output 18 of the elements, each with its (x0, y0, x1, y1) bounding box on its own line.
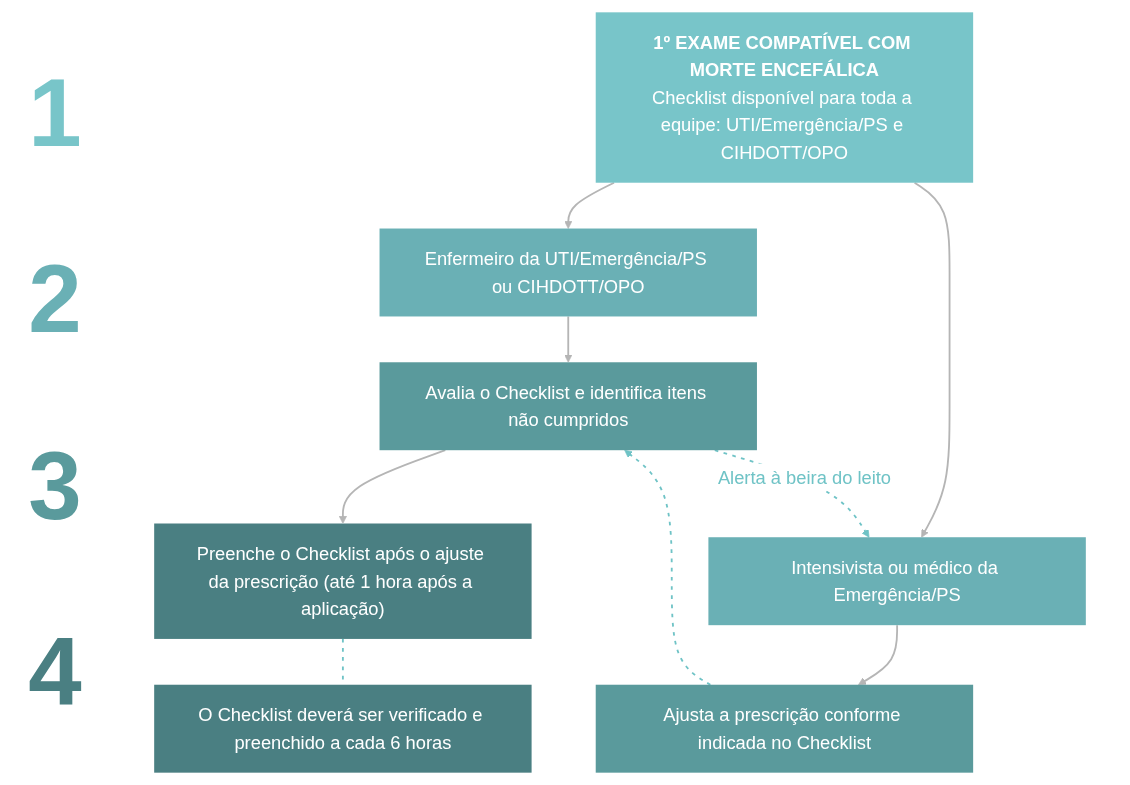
node-box: Preenche o Checklist após o ajuste da prescrição (até 1 hora após a aplicação) (154, 523, 532, 639)
edge-label: Alerta à beira do leito (717, 467, 892, 488)
node-box: Avalia o Checklist e identifica itens não cumpridos (379, 362, 757, 451)
arrow (858, 624, 899, 686)
node-box: O Checklist deverá ser verificado e preenchido a cada 6 horas (154, 684, 532, 773)
arrow (564, 181, 615, 229)
node-box: Intensivista ou médico da Emergência/PS (708, 537, 1086, 626)
arrow (338, 449, 447, 524)
step-number: 3 (28, 437, 82, 534)
step-number: 4 (28, 623, 82, 720)
node-box: 1º EXAME COMPATÍVEL COM MORTE ENCEFÁLICA Checklist disponível para toda a equipe: UTI/Emergência/PS e CIHDOTT/OPO (595, 12, 974, 183)
step-number: 1 (28, 65, 82, 162)
node-box: Enfermeiro da UTI/Emergência/PS ou CIHDOTT/OPO (379, 228, 757, 317)
step-number: 2 (28, 251, 82, 348)
arrow (564, 315, 573, 363)
arrow (624, 449, 712, 686)
node-box: Ajusta a prescrição conforme indicada no Checklist (595, 684, 974, 773)
arrow (913, 181, 951, 538)
